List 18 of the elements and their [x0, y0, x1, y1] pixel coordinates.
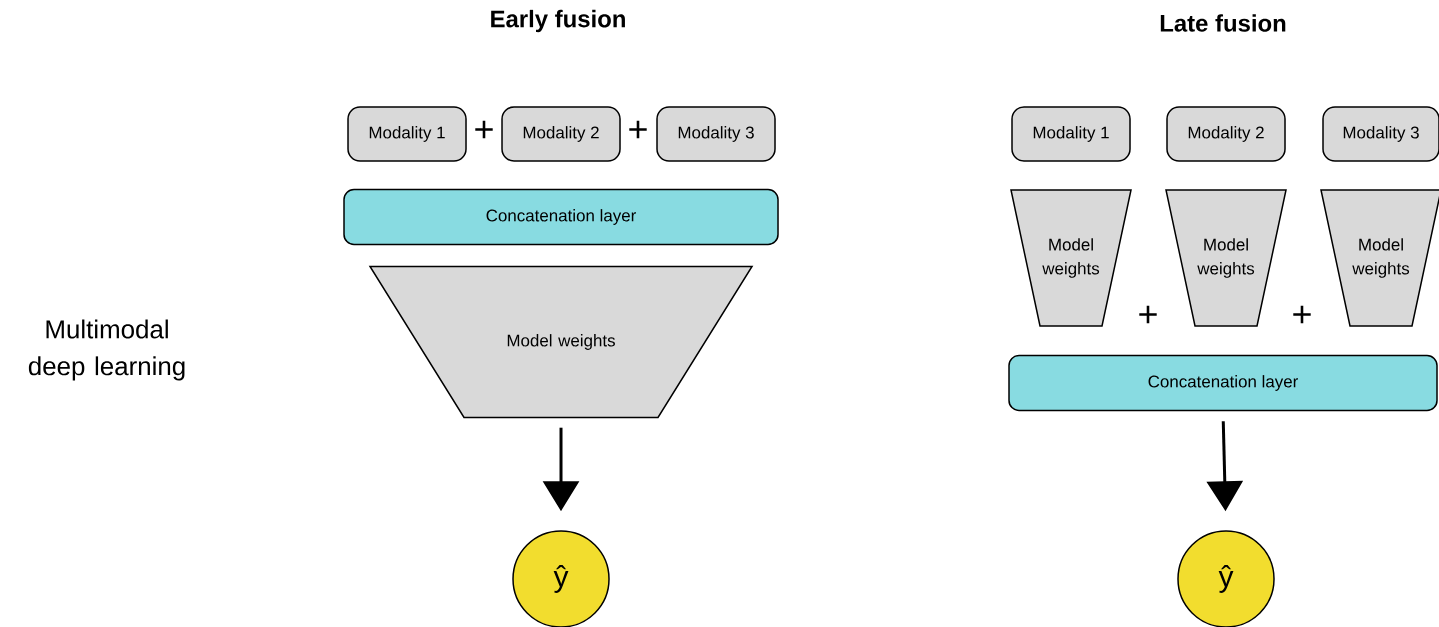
modality-box: Modality 2: [501, 106, 621, 162]
layer-box: Concatenation layer: [343, 188, 779, 246]
weights-trapezoid: Model weights: [1320, 189, 1439, 327]
modality-box: Modality 3: [656, 106, 776, 162]
plus-sign: +: [1293, 305, 1311, 324]
layer-box: Concatenation layer: [1008, 354, 1438, 412]
plus-sign: +: [629, 120, 647, 139]
modality-box: Modality 2: [1166, 106, 1286, 162]
column-heading: Late fusion: [1160, 14, 1286, 32]
weights-trapezoid: Model weights: [1010, 189, 1132, 327]
modality-box: Modality 1: [347, 106, 467, 162]
plus-sign: +: [1139, 305, 1157, 324]
modality-box: Modality 1: [1011, 106, 1131, 162]
modality-box: Modality 3: [1322, 106, 1439, 162]
row-label: Multimodal deep learning: [28, 319, 185, 381]
column-heading: Early fusion: [491, 9, 625, 33]
plus-sign: +: [475, 120, 493, 139]
weights-trapezoid: Model weights: [1165, 189, 1287, 327]
